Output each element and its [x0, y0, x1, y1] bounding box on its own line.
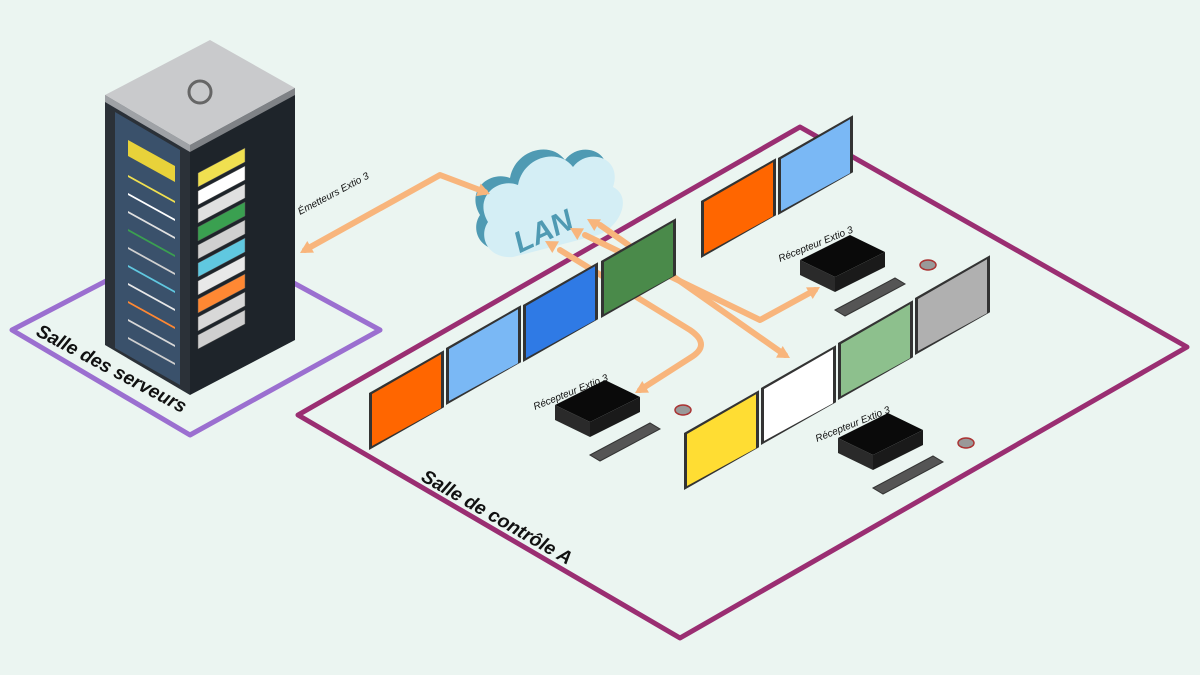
- arrowhead: [587, 219, 601, 231]
- arrowhead: [545, 241, 559, 253]
- keyboard-icon: [833, 277, 907, 317]
- control-room-outline: [295, 124, 1190, 641]
- arrow-line: [302, 172, 488, 253]
- arrowhead: [806, 287, 820, 299]
- arrow-line: [557, 247, 704, 393]
- mouse-icon: [919, 259, 937, 271]
- arrowhead: [776, 346, 790, 358]
- monitor-top: [778, 115, 853, 215]
- monitor-left: [446, 305, 521, 405]
- arrowhead: [570, 228, 584, 240]
- arrowhead: [635, 381, 649, 393]
- monitor-group: [369, 115, 990, 490]
- receiver-3: [838, 413, 923, 470]
- control-room-label: Salle de contrôle A: [418, 466, 576, 569]
- transmitters-label: Émetteurs Extio 3: [295, 169, 371, 218]
- monitor-right: [684, 390, 759, 490]
- server-rack: [105, 40, 295, 395]
- receiver-1: [555, 380, 640, 437]
- mouse-icon: [957, 437, 975, 449]
- monitor-right: [915, 255, 990, 355]
- monitor-left: [601, 218, 676, 318]
- monitor-left: [523, 262, 598, 362]
- monitor-left: [369, 350, 444, 450]
- keyboard-icon: [871, 455, 945, 495]
- monitor-right: [761, 345, 836, 445]
- arrowhead: [476, 183, 490, 197]
- mouse-icon: [674, 404, 692, 416]
- keyboard-icon: [588, 422, 662, 462]
- monitor-right: [838, 300, 913, 400]
- monitor-top: [701, 158, 776, 258]
- arrowhead: [300, 241, 314, 253]
- receiver-2: [800, 235, 885, 292]
